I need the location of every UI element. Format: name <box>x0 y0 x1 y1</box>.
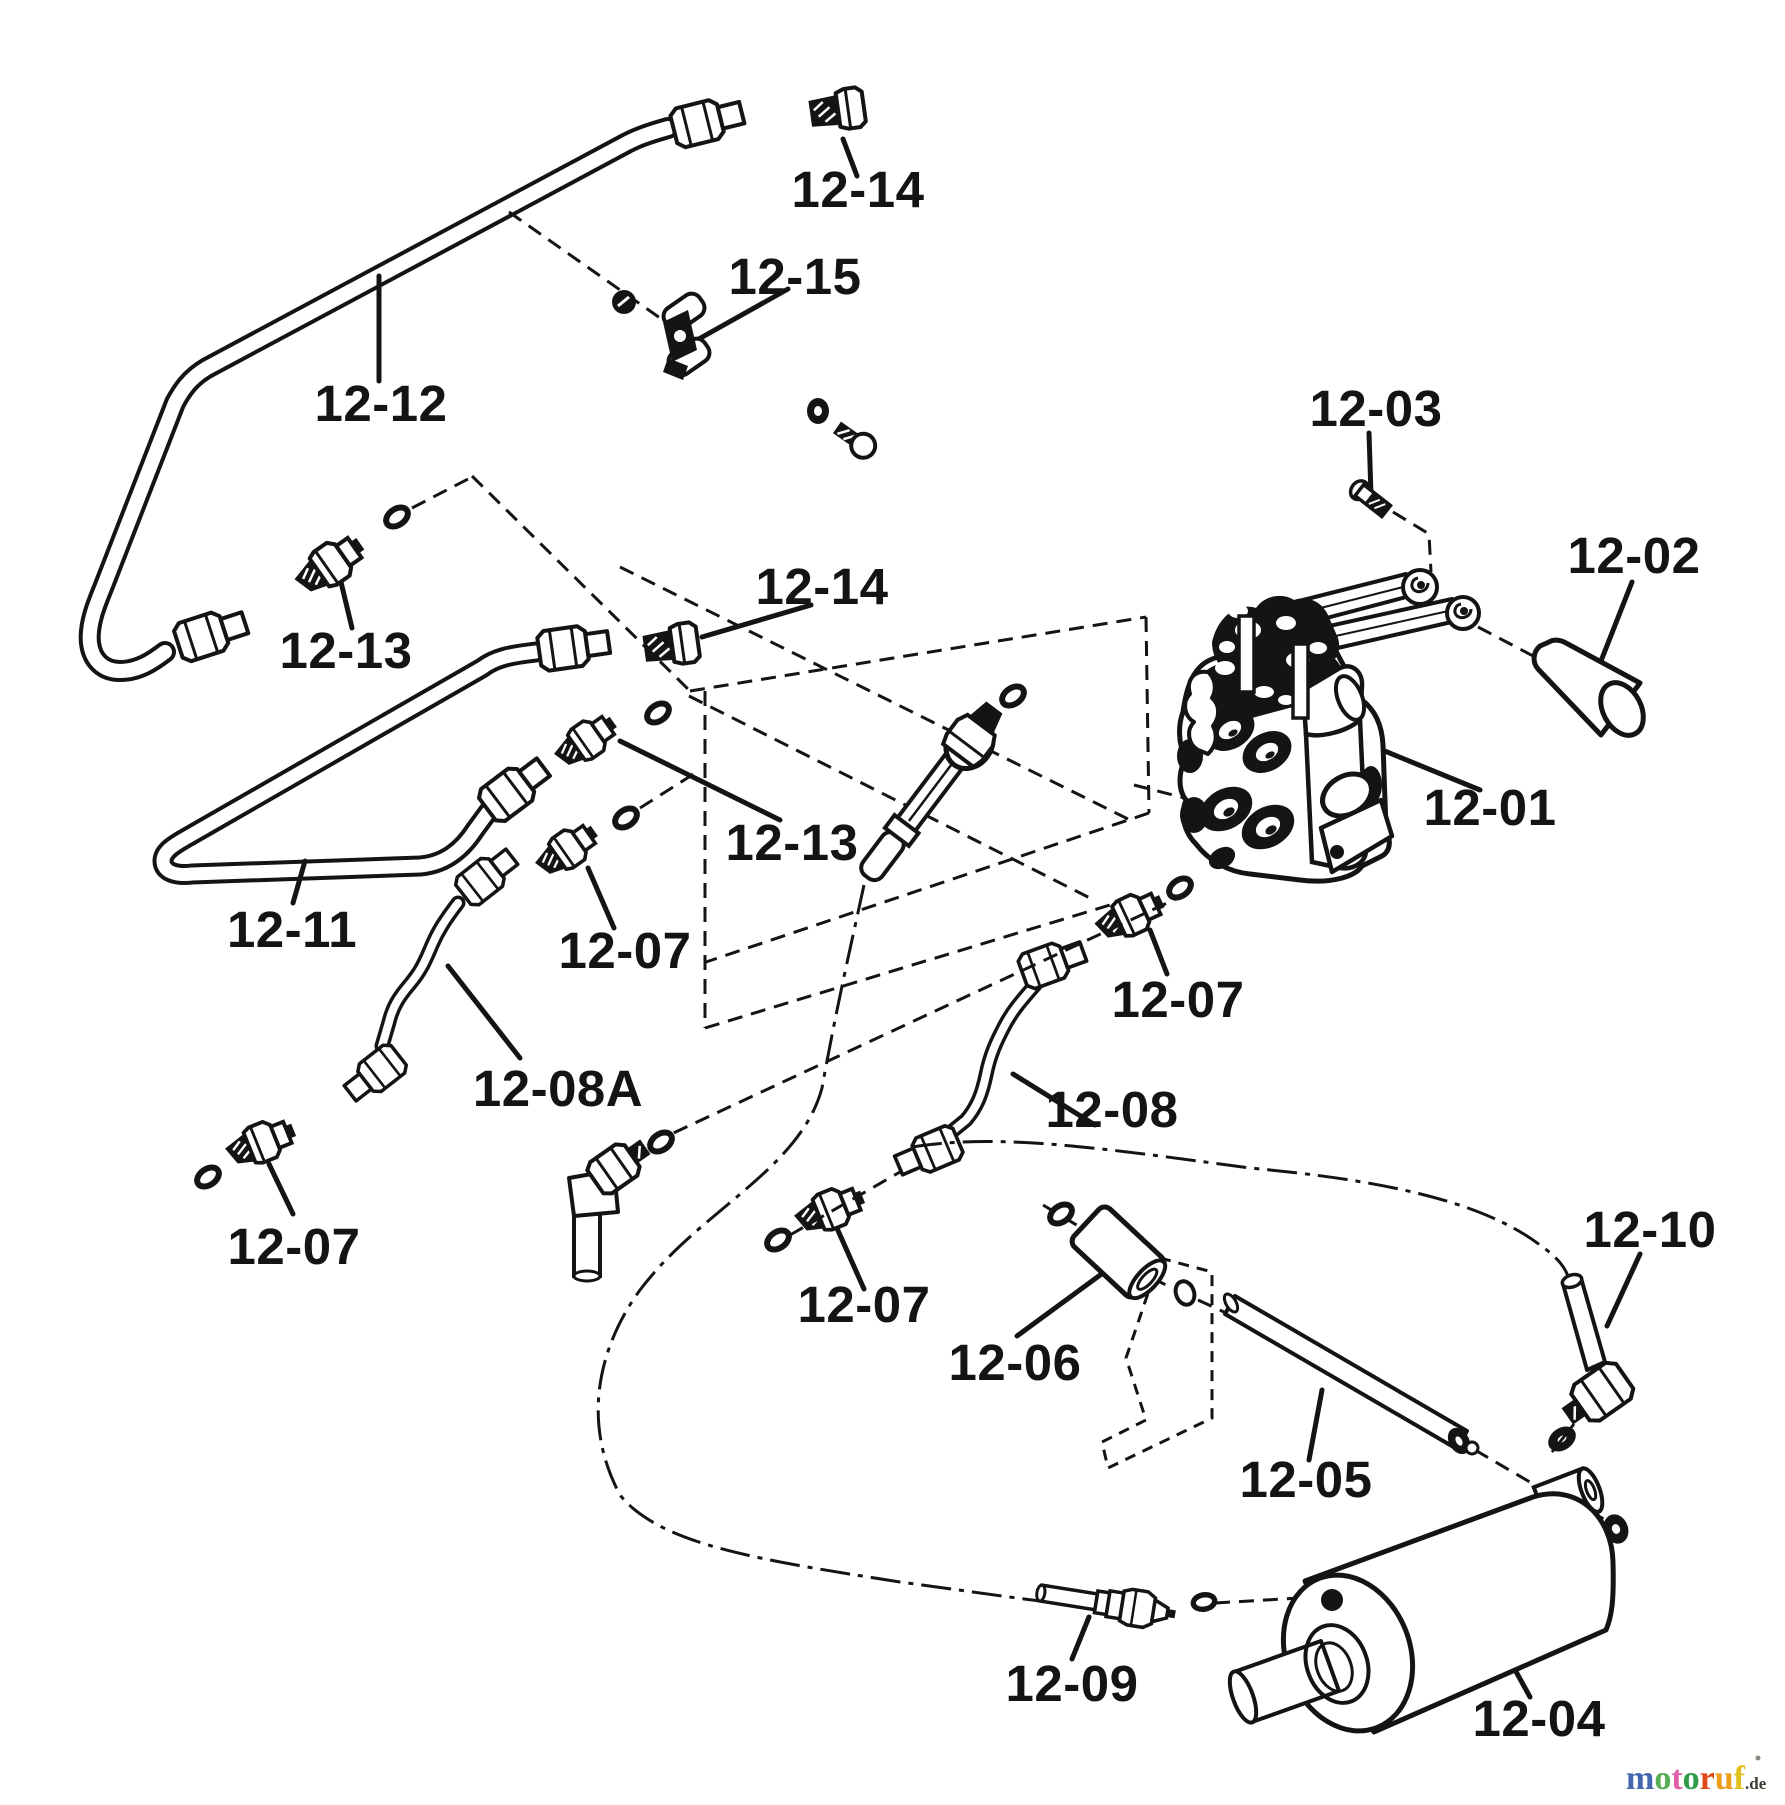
svg-text:12-13: 12-13 <box>280 622 413 679</box>
svg-text:12-09: 12-09 <box>1006 1655 1139 1712</box>
svg-text:12-04: 12-04 <box>1473 1690 1606 1747</box>
svg-text:12-14: 12-14 <box>756 558 889 615</box>
svg-text:12-07: 12-07 <box>1112 971 1245 1028</box>
svg-text:12-08A: 12-08A <box>473 1060 643 1117</box>
svg-text:12-11: 12-11 <box>227 901 357 958</box>
svg-text:12-13: 12-13 <box>726 814 859 871</box>
svg-text:12-02: 12-02 <box>1568 527 1701 584</box>
svg-text:12-01: 12-01 <box>1424 779 1557 836</box>
svg-text:12-07: 12-07 <box>228 1218 361 1275</box>
svg-text:12-15: 12-15 <box>729 248 862 305</box>
svg-text:12-03: 12-03 <box>1310 380 1443 437</box>
svg-text:12-06: 12-06 <box>949 1334 1082 1391</box>
svg-text:12-10: 12-10 <box>1584 1201 1717 1258</box>
svg-text:12-05: 12-05 <box>1240 1451 1373 1508</box>
svg-text:12-14: 12-14 <box>792 161 925 218</box>
svg-text:12-12: 12-12 <box>315 375 448 432</box>
svg-text:12-07: 12-07 <box>559 922 692 979</box>
svg-text:motoruf.de: motoruf.de <box>1626 1760 1767 1797</box>
